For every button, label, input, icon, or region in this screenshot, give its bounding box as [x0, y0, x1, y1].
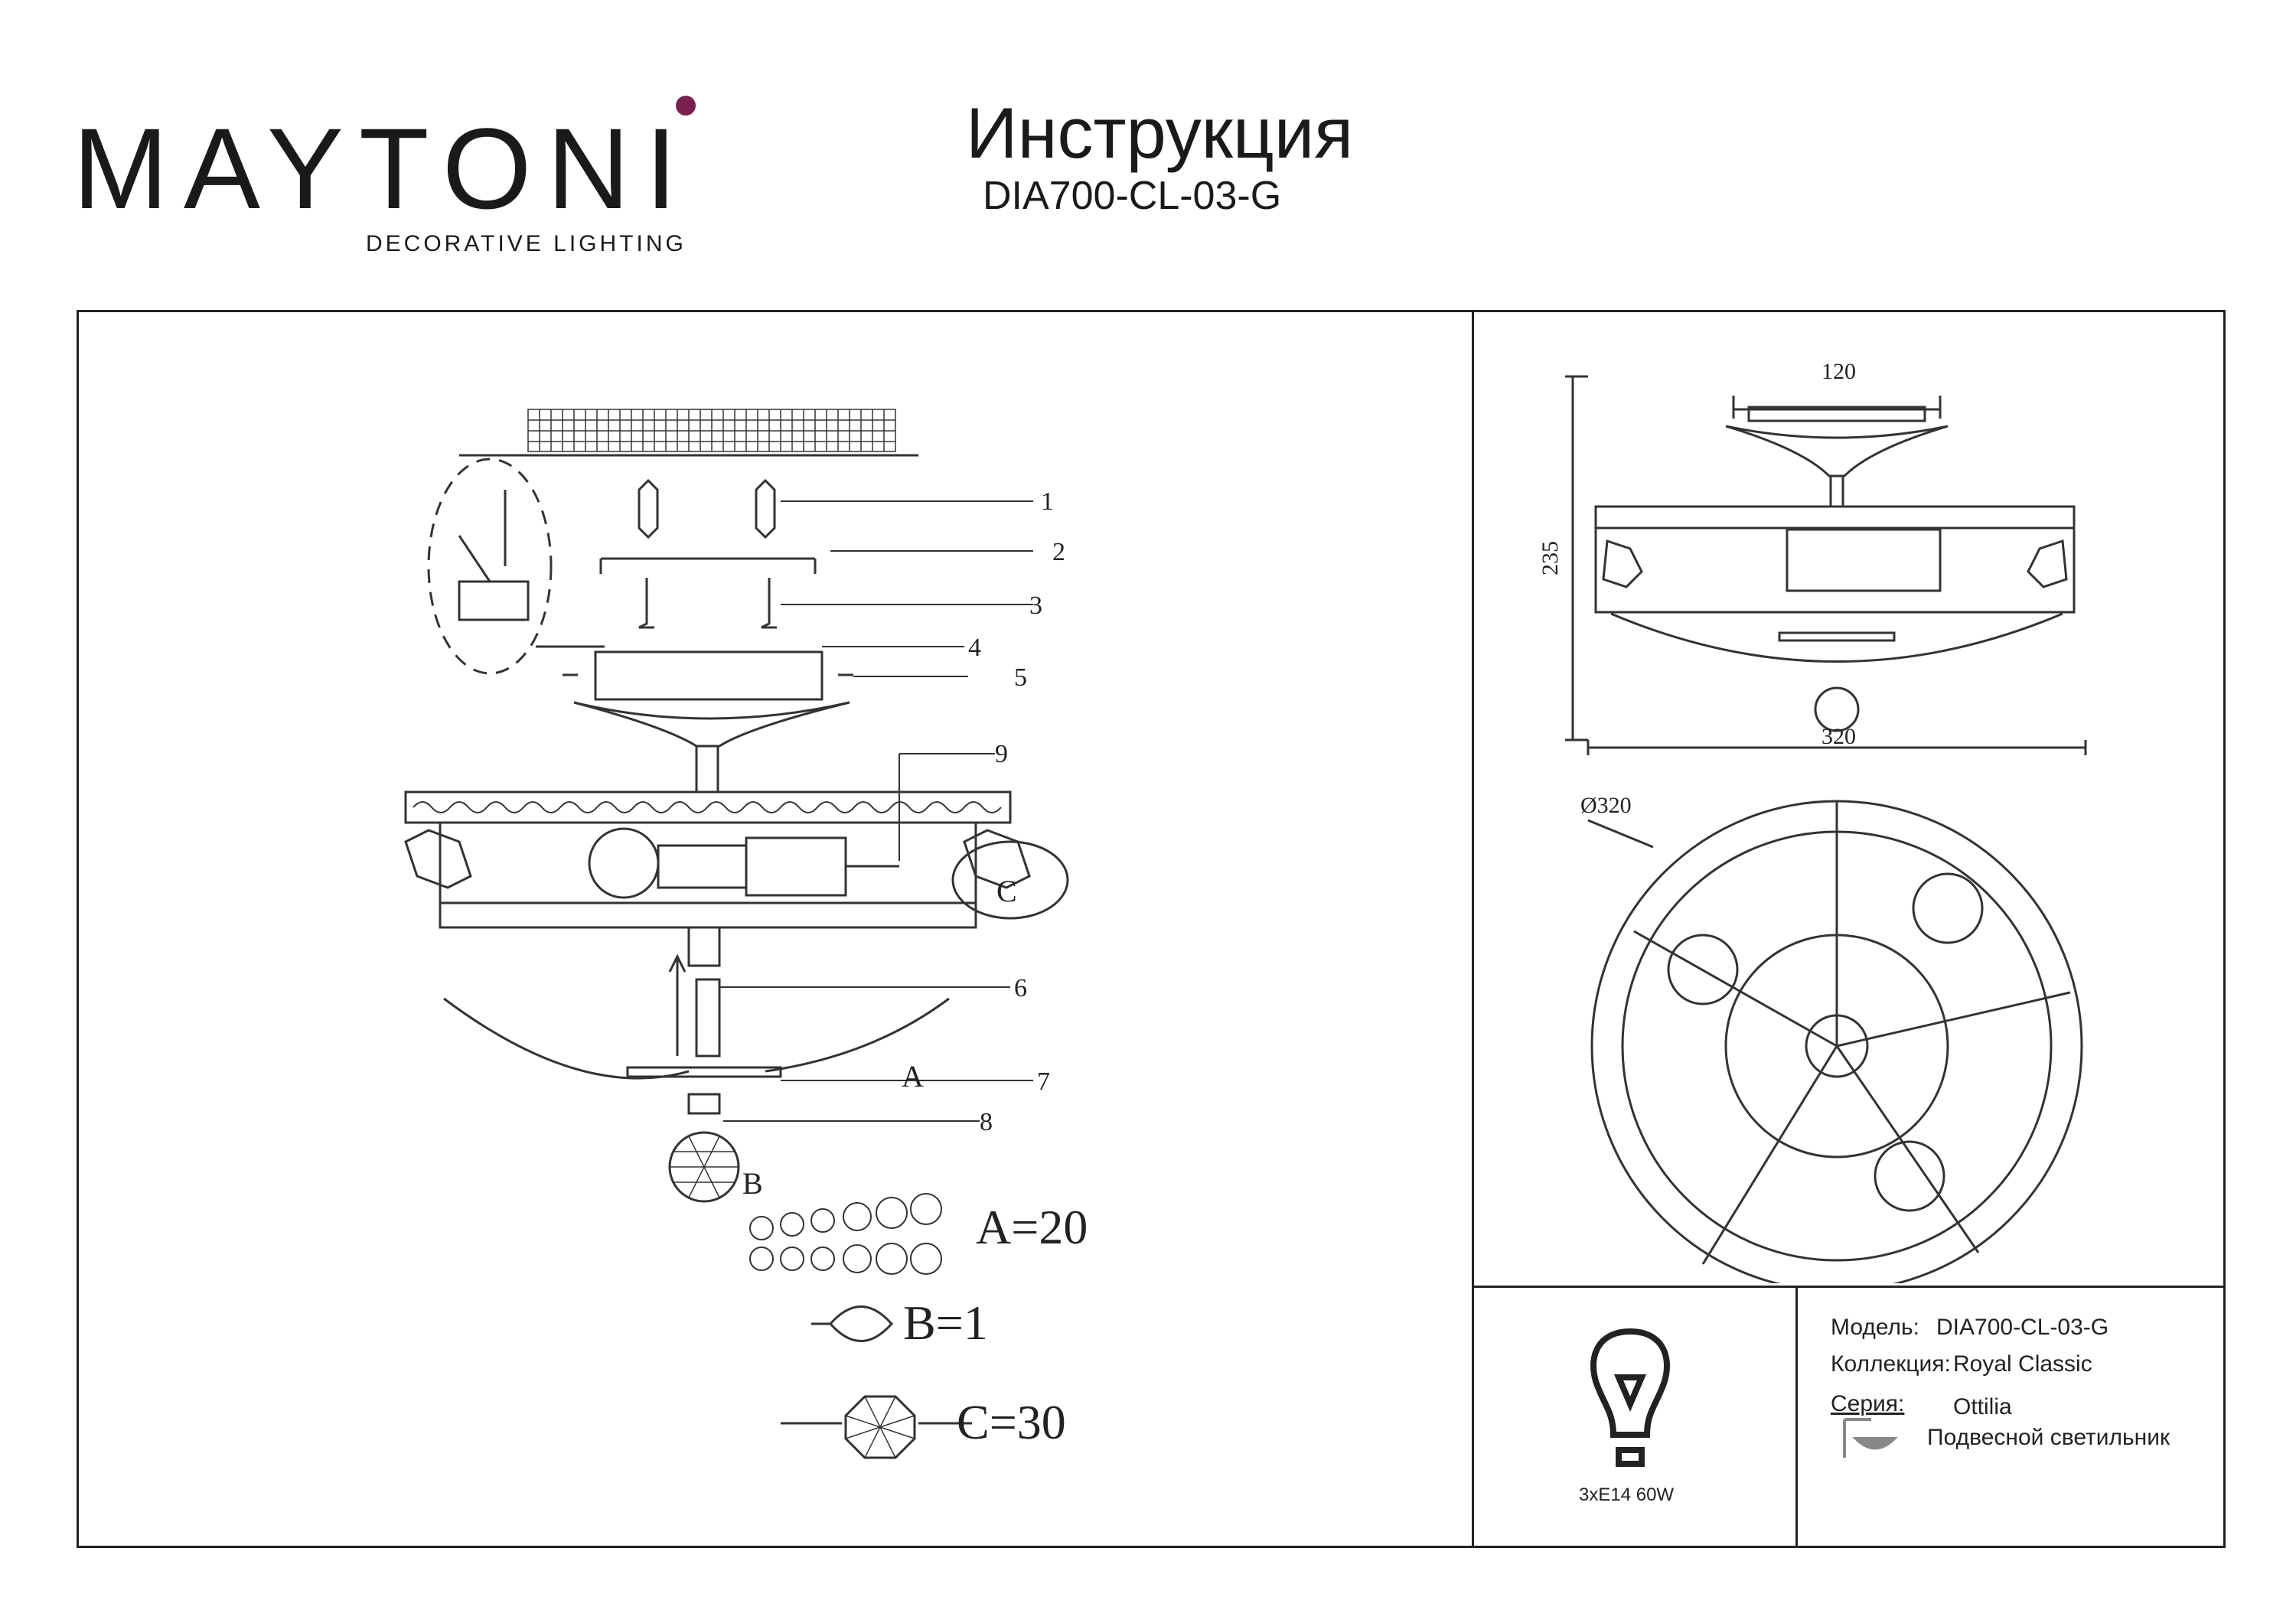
crystal-b-part	[811, 1305, 894, 1342]
part-c-count: C=30	[957, 1395, 1066, 1449]
band-ornament	[413, 801, 1002, 813]
dim-235-text: 235	[1538, 541, 1563, 575]
frame-body	[439, 821, 977, 904]
bottom-plate	[626, 1066, 782, 1078]
dim-235-line	[1565, 375, 1588, 741]
callout-3: 3	[1029, 592, 1042, 620]
stem	[695, 745, 719, 794]
brand-logo: MAYTONI	[73, 104, 693, 233]
side-band	[1594, 505, 2076, 530]
crystal-detail-bubble	[951, 840, 1069, 920]
spec-collection-value: Royal Classic	[1953, 1351, 2092, 1377]
callout-9: 9	[995, 740, 1008, 768]
wires	[458, 490, 507, 582]
spec-model-label: Модель:	[1831, 1315, 1920, 1340]
callout-8: 8	[980, 1108, 993, 1136]
spec-type-value: Подвесной светильник	[1927, 1425, 2170, 1450]
page-model-code: DIA700-CL-03-G	[983, 174, 1282, 218]
socket-left	[657, 844, 748, 889]
diameter-leader	[1587, 819, 1654, 849]
callout-4: 4	[968, 634, 981, 662]
callout-7: 7	[1037, 1067, 1050, 1096]
spec-model-value: DIA700-CL-03-G	[1936, 1315, 2109, 1340]
callout-2: 2	[1052, 538, 1065, 566]
spec-series-value: Ottilia	[1953, 1394, 2012, 1419]
callout-1: 1	[1041, 487, 1054, 516]
frame-bottom-rail	[439, 901, 977, 929]
mounting-bar	[599, 557, 817, 574]
letter-c: C	[996, 874, 1017, 908]
canopy-cup	[573, 701, 850, 748]
crystal-left	[404, 829, 472, 889]
ceiling-hatch	[527, 409, 896, 452]
screws	[638, 578, 777, 629]
panel-divider-horizontal	[1472, 1286, 2226, 1288]
spec-collection-label: Коллекция:	[1831, 1351, 1951, 1377]
dim-diameter-text: Ø320	[1580, 793, 1632, 818]
document-frame	[77, 310, 2226, 1548]
wall-plug-right	[755, 478, 776, 539]
wiring-detail-bubble	[427, 458, 553, 675]
bulb-left	[588, 827, 660, 899]
page-title: Инструкция	[966, 93, 1354, 173]
wall-plug-left	[638, 478, 659, 539]
finial	[687, 1093, 721, 1115]
letter-b: B	[742, 1166, 763, 1201]
side-pendant	[1814, 686, 1860, 732]
dim-120-line	[1732, 396, 1942, 419]
up-arrow	[668, 953, 687, 1056]
dim-120-text: 120	[1821, 359, 1856, 384]
bulb-caption: 3xE14 60W	[1579, 1484, 1675, 1505]
socket-housing	[745, 836, 847, 897]
assembly-diagram: 1 2 3 4 5 6 7 8 9 A B C A=20 B=1 C=30	[404, 409, 1088, 1459]
panel-divider	[1472, 310, 1474, 1548]
leader-lines	[719, 500, 1033, 1122]
crystal-right	[963, 829, 1031, 889]
brand-tagline: DECORATIVE LIGHTING	[366, 231, 687, 256]
logo-accent-dot	[676, 96, 696, 116]
terminal-block	[458, 580, 530, 621]
crystal-chain-a	[749, 1193, 942, 1275]
dimension-diagram: 120 235 320 Ø320	[1538, 359, 2087, 1283]
canopy-box	[594, 650, 823, 701]
light-bulb-icon	[1590, 1328, 1670, 1467]
callout-6: 6	[1014, 974, 1027, 1002]
part-b-count: B=1	[903, 1295, 988, 1350]
callout-5: 5	[1014, 663, 1027, 692]
threaded-rod	[695, 978, 721, 1058]
side-bowl	[1610, 612, 2063, 663]
panel-divider-bottom	[1795, 1286, 1798, 1548]
part-a-count: A=20	[976, 1200, 1088, 1254]
letter-a: A	[902, 1059, 924, 1093]
spec-series-label: Серия:	[1831, 1391, 1905, 1416]
dim-320-text: 320	[1821, 724, 1856, 749]
lower-stem	[687, 926, 721, 967]
ceiling-lamp-icon	[1843, 1418, 1898, 1458]
dim-320-line	[1587, 740, 2087, 755]
